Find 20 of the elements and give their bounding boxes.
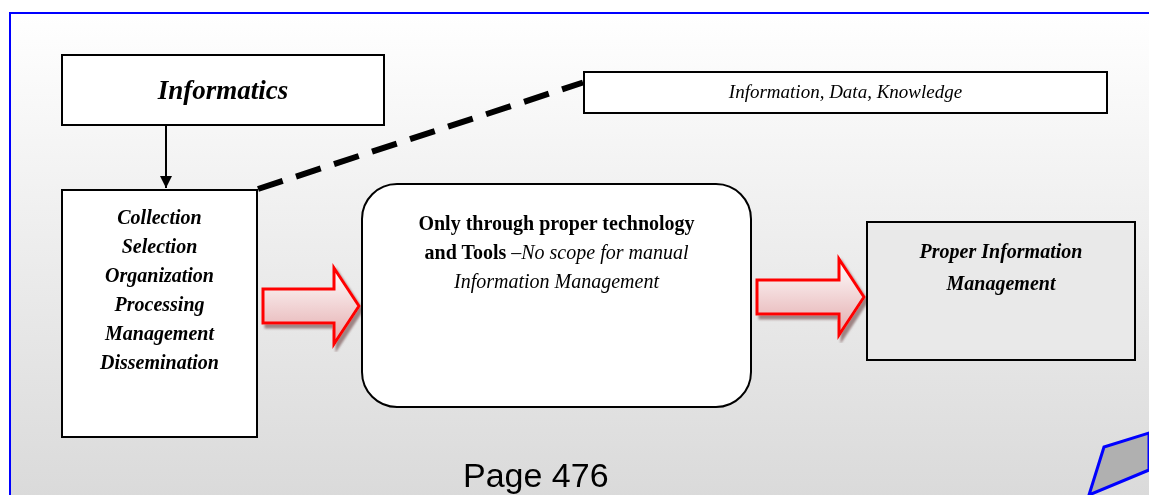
- node-text: Proper Information Management: [918, 239, 1084, 297]
- result-box: [866, 221, 1136, 361]
- node-text: Collection: [117, 205, 202, 230]
- block-arrow: [755, 254, 866, 340]
- node-text: Processing: [114, 292, 205, 318]
- node-text: Informatics: [157, 73, 289, 107]
- node-text: Organization: [105, 263, 214, 289]
- rounded-box: [361, 183, 752, 408]
- info-box: [583, 71, 1108, 114]
- title-box: [61, 54, 385, 126]
- node-text: Dissemination: [100, 350, 219, 375]
- node-text: Selection: [121, 234, 198, 259]
- node-text: Information, Data, Knowledge: [728, 80, 963, 105]
- arrow: [160, 125, 172, 189]
- node-text: Management: [105, 321, 214, 347]
- block-arrow: [261, 263, 361, 349]
- list-box: [61, 189, 258, 438]
- page-number: Page 476: [463, 455, 609, 495]
- dashed-connector: [257, 79, 584, 192]
- node-text: Only through proper technology and Tools –No scope for manual Information Management: [417, 211, 696, 295]
